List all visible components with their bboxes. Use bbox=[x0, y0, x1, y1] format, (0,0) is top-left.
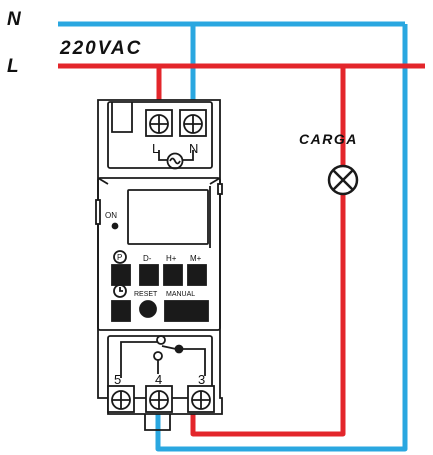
relay-contact-top-icon bbox=[156, 335, 166, 345]
program-icon bbox=[113, 250, 127, 264]
button-m-plus[interactable] bbox=[187, 264, 207, 286]
button-p[interactable] bbox=[111, 264, 131, 286]
load-return-wire bbox=[190, 195, 346, 437]
terminal-N-label: N bbox=[189, 141, 198, 156]
panel-clip-left bbox=[95, 199, 101, 225]
relay-common-dot bbox=[174, 344, 184, 354]
terminal-3-label: 3 bbox=[198, 372, 205, 387]
clock-icon bbox=[113, 284, 127, 298]
relay-contact-wires bbox=[120, 341, 206, 378]
panel-clip-right bbox=[217, 183, 223, 195]
terminal-4-label: 4 bbox=[155, 372, 162, 387]
line-label: L bbox=[7, 56, 19, 77]
sine-wave-icon bbox=[169, 157, 181, 165]
top-notch bbox=[111, 102, 133, 133]
neutral-label: N bbox=[7, 9, 22, 30]
on-indicator-led bbox=[111, 222, 119, 230]
button-d-minus-label: D- bbox=[143, 254, 152, 263]
reset-button[interactable] bbox=[139, 300, 157, 318]
text-labels: N L 220VAC CARGA L N ON P D- H+ M+ RESET… bbox=[7, 9, 358, 387]
reset-label: RESET bbox=[134, 291, 158, 298]
load-lamp-icon bbox=[327, 164, 359, 196]
manual-button[interactable] bbox=[164, 300, 209, 322]
ac-supply-symbol-wires bbox=[158, 150, 194, 161]
load-label: CARGA bbox=[299, 131, 358, 147]
din-clip-foot bbox=[144, 414, 171, 431]
terminal-L-label: L bbox=[152, 141, 159, 156]
front-panel bbox=[97, 177, 221, 331]
lcd-display bbox=[127, 189, 209, 245]
ac-supply-icon bbox=[166, 152, 184, 170]
timer-device bbox=[95, 99, 223, 431]
button-clock[interactable] bbox=[111, 300, 131, 322]
on-label: ON bbox=[105, 211, 117, 220]
top-terminal-housing bbox=[107, 101, 213, 169]
line-wires bbox=[58, 63, 425, 437]
program-icon-label: P bbox=[117, 253, 122, 262]
button-h-plus[interactable] bbox=[163, 264, 183, 286]
manual-label: MANUAL bbox=[166, 291, 195, 298]
front-panel-bezel bbox=[97, 177, 221, 185]
button-h-plus-label: H+ bbox=[166, 254, 177, 263]
terminal-5-label: 5 bbox=[114, 372, 121, 387]
button-m-plus-label: M+ bbox=[190, 254, 202, 263]
voltage-label: 220VAC bbox=[59, 38, 142, 59]
button-d-minus[interactable] bbox=[139, 264, 159, 286]
relay-switch-arm bbox=[161, 345, 177, 350]
